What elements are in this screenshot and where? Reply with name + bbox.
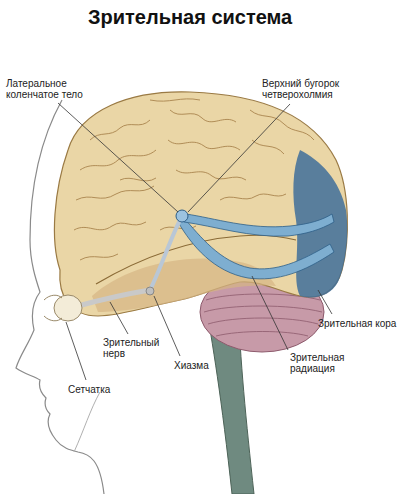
- optic-radiation-upper: [184, 214, 334, 236]
- optic-nerve: [78, 290, 150, 306]
- temporal-lobe: [92, 258, 276, 312]
- brain-cortex: [54, 92, 347, 316]
- cortex-label: Зрительная кора: [318, 318, 396, 329]
- radiation-label: Зрительная радиация: [290, 352, 358, 374]
- chiasm-label: Хиазма: [174, 360, 224, 371]
- chiasm: [146, 287, 154, 295]
- eyeball: [54, 295, 82, 321]
- retina-label: Сетчатка: [68, 384, 128, 395]
- lgn-label: Латеральное коленчатое тело: [6, 78, 96, 100]
- cerebellum-folia: [204, 294, 322, 336]
- optic-tract: [150, 220, 180, 290]
- colliculus-label: Верхний бугорок четверохолмия: [262, 78, 354, 100]
- diagram-title: Зрительная система: [88, 6, 292, 29]
- leader-lines: [58, 103, 332, 380]
- ear-line: [74, 392, 100, 452]
- nerve-label: Зрительный нерв: [103, 337, 165, 359]
- eyelid: [44, 295, 62, 321]
